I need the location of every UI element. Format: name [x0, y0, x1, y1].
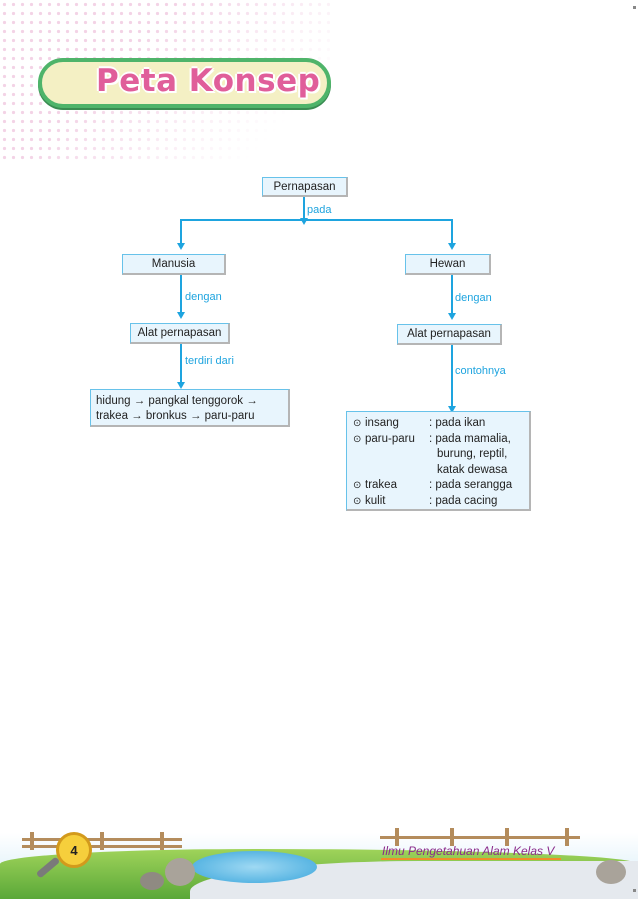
- connector-left: [180, 219, 182, 244]
- list-animals: : pada mamalia,: [429, 432, 511, 445]
- page-number: 4: [70, 842, 78, 858]
- page-title: Peta Konsep: [96, 63, 321, 99]
- arrow-right: [448, 243, 456, 250]
- title-banner: [38, 58, 331, 108]
- animal-organ-list: ⊙ insang : pada ikan ⊙ paru-paru : pada …: [346, 411, 531, 511]
- bullet-icon: [353, 447, 365, 463]
- bullet-icon: ⊙: [353, 418, 362, 429]
- connector-branch: [180, 219, 453, 221]
- node-manusia: Manusia: [122, 254, 226, 275]
- list-animals: burung, reptil,: [437, 448, 508, 460]
- fence-post: [100, 832, 104, 850]
- connector-root: [303, 197, 305, 218]
- list-organ: trakea: [365, 479, 397, 491]
- fence-post: [395, 828, 399, 846]
- connector-alat-left: [180, 344, 182, 382]
- book-title: Ilmu Pengetahuan Alam Kelas V: [382, 844, 555, 858]
- bullet-icon: ⊙: [353, 495, 362, 507]
- list-organ: [365, 463, 437, 479]
- connector-hewan: [451, 275, 453, 313]
- path-line-2: trakea → bronkus → paru-paru: [96, 410, 255, 422]
- arrow-alat-right: [448, 406, 456, 413]
- fence-post: [565, 828, 569, 846]
- arrow-manusia: [177, 312, 185, 319]
- list-item: ⊙ paru-paru : pada mamalia,: [353, 432, 529, 448]
- crop-mark: [633, 6, 636, 9]
- list-item: ⊙ insang : pada ikan: [353, 416, 529, 432]
- arrow-left: [177, 243, 185, 250]
- path-line-1: hidung → pangkal tenggorok →: [96, 395, 258, 407]
- list-organ: kulit: [365, 494, 386, 507]
- list-animals: : pada serangga: [429, 479, 513, 491]
- node-alat-pernapasan-left: Alat pernapasan: [130, 323, 230, 344]
- list-item: ⊙ kulit : pada cacing: [353, 494, 529, 510]
- fence-post: [505, 828, 509, 846]
- link-label-dengan-right: dengan: [455, 292, 492, 304]
- node-hewan: Hewan: [405, 254, 491, 275]
- fence-rail-right: [380, 836, 580, 839]
- book-title-underline: [381, 858, 561, 860]
- list-item: burung, reptil,: [353, 447, 529, 463]
- arrow-alat-left: [177, 382, 185, 389]
- link-label-contohnya: contohnya: [455, 365, 506, 377]
- rock: [596, 860, 626, 884]
- list-organ: [365, 447, 437, 463]
- list-organ: insang: [365, 417, 399, 429]
- list-animals: katak dewasa: [437, 463, 508, 476]
- pond: [192, 851, 317, 883]
- crop-mark: [633, 889, 636, 892]
- respiratory-path-box: hidung → pangkal tenggorok → trakea → br…: [90, 389, 290, 427]
- list-organ: paru-paru: [365, 432, 415, 445]
- rock: [165, 858, 195, 886]
- bullet-icon: ⊙: [353, 433, 362, 445]
- link-label-terdiri-dari: terdiri dari: [185, 355, 234, 367]
- connector-alat-right: [451, 345, 453, 407]
- node-alat-pernapasan-right: Alat pernapasan: [397, 324, 502, 345]
- link-label-pada: pada: [307, 204, 332, 216]
- node-pernapasan: Pernapasan: [262, 177, 348, 197]
- fence-post: [160, 832, 164, 850]
- list-animals: : pada ikan: [429, 417, 486, 429]
- arrow-hewan: [448, 313, 456, 320]
- connector-right: [451, 219, 453, 244]
- link-label-dengan-left: dengan: [185, 291, 222, 303]
- fence-post: [450, 828, 454, 846]
- page-number-badge: 4: [56, 832, 92, 868]
- arrow-root: [300, 218, 308, 225]
- list-item: ⊙ trakea : pada serangga: [353, 478, 529, 494]
- rock: [140, 872, 164, 890]
- bullet-icon: ⊙: [353, 480, 362, 491]
- list-item: katak dewasa: [353, 463, 529, 479]
- bullet-icon: [353, 463, 365, 479]
- list-animals: : pada cacing: [429, 494, 498, 507]
- fence-post: [30, 832, 34, 850]
- connector-manusia: [180, 275, 182, 312]
